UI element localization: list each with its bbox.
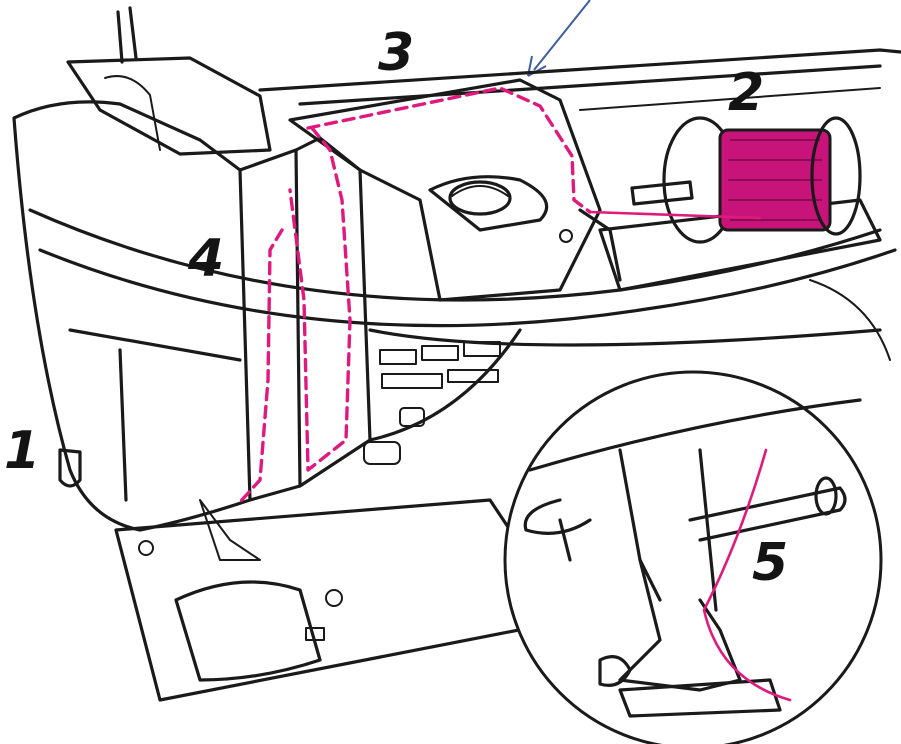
plate-screw-left: [138, 540, 154, 556]
inset-arm-underside: [528, 398, 862, 472]
thread-through-needle: [702, 448, 792, 702]
step-label-3: 3: [378, 23, 414, 83]
top-cover-back-edge: [258, 48, 901, 92]
thread-from-spool: [588, 210, 762, 220]
side-knob: [58, 448, 82, 488]
step-label-5: 5: [752, 533, 788, 593]
thread-guide-housing: [288, 78, 622, 302]
right-body-curve: [809, 279, 891, 361]
tension-dial-recess: [428, 175, 549, 232]
needle-up-button: [363, 441, 401, 465]
spool-thread-windings: [728, 139, 822, 221]
plate-screw-right: [325, 589, 343, 607]
step-label-2: 2: [728, 63, 764, 123]
top-cover-slot-edge: [579, 87, 881, 111]
thread-path: [238, 86, 792, 702]
inset-circle: [503, 370, 883, 744]
top-cover-inner-edge: [298, 64, 882, 106]
pointer-arrow-shaft: [533, 0, 591, 71]
needle: [698, 448, 718, 612]
control-panel-edge: [368, 328, 522, 442]
thread-path-step4: [238, 228, 284, 504]
needle-plate: [114, 498, 572, 702]
thread-path-step3: [306, 86, 592, 214]
pattern-button-2: [421, 345, 459, 361]
thread-take-up-guide: [523, 498, 592, 535]
stitch-length-slider: [381, 373, 443, 389]
step-label-4: 4: [187, 229, 224, 289]
step-label-1: 1: [4, 421, 40, 481]
handle-upright: [116, 10, 124, 64]
presser-foot: [618, 678, 782, 718]
plate-release-slot: [305, 627, 325, 641]
needle-plate-outline: [114, 498, 572, 702]
guide-post: [558, 518, 572, 562]
presser-foot-small: [199, 499, 261, 561]
spool-flange-right: [810, 116, 862, 236]
foot-screw: [598, 655, 632, 687]
front-curve-line-2: [38, 248, 897, 328]
front-panel-edge: [118, 348, 128, 502]
spool-assembly: [598, 116, 882, 292]
thread-path-take-up-loop: [288, 126, 352, 472]
pattern-button-1: [379, 349, 417, 365]
stitch-width-slider: [447, 369, 499, 383]
housing-screw: [559, 229, 573, 243]
front-panel-line: [68, 328, 242, 362]
step-labels: 1 2 3 4 5: [4, 23, 788, 593]
spool-pin: [630, 180, 694, 206]
reverse-button: [399, 407, 425, 427]
presser-foot-shank: [618, 558, 742, 692]
control-buttons: [363, 341, 501, 465]
tension-dial: [448, 180, 512, 216]
handle-inner: [104, 75, 161, 151]
head-front-face: [12, 100, 252, 532]
needle-clamp-screw: [688, 486, 847, 542]
handle-base: [66, 56, 272, 156]
lower-body-line: [368, 328, 882, 347]
housing-outline: [288, 78, 602, 302]
tension-dial-ridges: [451, 185, 509, 197]
pattern-button-3: [463, 341, 501, 357]
clamp-screw-head: [814, 476, 838, 516]
bobbin-cover: [174, 580, 322, 682]
needle-area-inset: [503, 370, 883, 744]
machine-top-cover: [258, 48, 901, 111]
carry-handle: [66, 6, 272, 156]
handle-upright-2: [128, 6, 138, 60]
pointer-arrow: [527, 0, 591, 77]
